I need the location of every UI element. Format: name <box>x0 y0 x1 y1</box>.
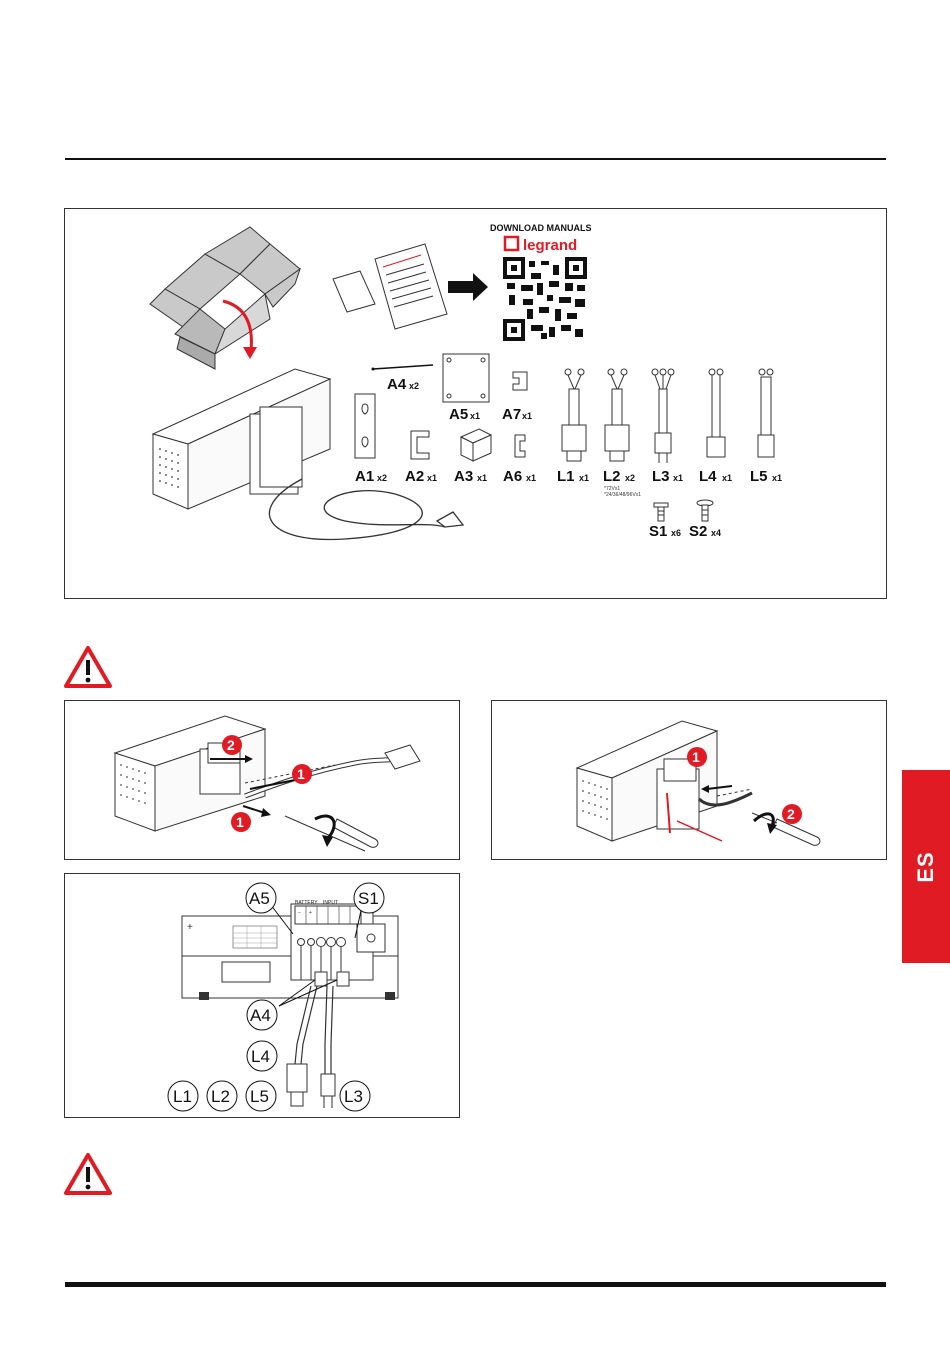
part-a3-label: A3 <box>454 468 473 485</box>
part-a5-qty: x1 <box>470 411 480 421</box>
callout-l4: L4 <box>247 1041 277 1071</box>
language-tab: ES <box>902 770 950 963</box>
part-a1-label: A1 <box>355 468 374 485</box>
legrand-logo: legrand <box>505 237 577 254</box>
svg-text:L2: L2 <box>211 1087 230 1106</box>
callout-a4: A4 <box>247 1000 277 1030</box>
wiring-diagram: + BATTERY INPUT − + A5 S1 A4 L4 L1 L2 L <box>65 874 459 1117</box>
part-s2-qty: x4 <box>711 528 721 538</box>
part-l2-qty: x2 <box>625 473 635 483</box>
carton-illustration <box>150 227 300 369</box>
callout-l3: L3 <box>340 1081 370 1111</box>
part-l3-qty: x1 <box>673 473 683 483</box>
download-title: DOWNLOAD MANUALS <box>490 223 592 233</box>
warning-icon <box>63 645 113 689</box>
svg-text:A5: A5 <box>249 889 270 908</box>
part-a3-qty: x1 <box>477 473 487 483</box>
svg-text:2: 2 <box>787 806 795 822</box>
svg-text:1: 1 <box>297 766 305 782</box>
part-a6-label: A6 <box>503 468 522 485</box>
part-l4-qty: x1 <box>722 473 732 483</box>
step-1-badge-lower: 1 <box>231 812 251 832</box>
part-l5-label: L5 <box>750 468 768 485</box>
part-a2-qty: x1 <box>427 473 437 483</box>
part-a6-qty: x1 <box>526 473 536 483</box>
step-panel-remove-cable: 2 1 1 <box>64 700 460 860</box>
part-s1-label: S1 <box>649 523 667 540</box>
qr-code-icon[interactable] <box>503 257 587 341</box>
fasten-illustration: 1 2 <box>492 701 886 859</box>
part-l1-qty: x1 <box>579 473 589 483</box>
cable-l5 <box>758 369 774 457</box>
part-a1-bracket <box>355 394 375 458</box>
ups-unit-illustration <box>153 369 330 509</box>
part-a4-qty: x2 <box>409 381 419 391</box>
part-l1-label: L1 <box>557 468 575 485</box>
svg-text:L5: L5 <box>250 1087 269 1106</box>
cable-l2 <box>605 369 629 461</box>
part-a4-rod <box>373 365 433 369</box>
step-2-badge: 2 <box>782 804 802 824</box>
callout-a5: A5 <box>246 883 276 913</box>
svg-text:2: 2 <box>227 737 235 753</box>
wiring-panel: + BATTERY INPUT − + A5 S1 A4 L4 L1 L2 L <box>64 873 460 1118</box>
contents-illustration: DOWNLOAD MANUALS legrand A4 x2 A5 x1 A7 … <box>65 209 886 598</box>
part-l5-qty: x1 <box>772 473 782 483</box>
part-a2-clip <box>411 431 429 459</box>
cable-l1 <box>562 369 586 461</box>
svg-text:S1: S1 <box>358 889 379 908</box>
step-1-badge: 1 <box>687 747 707 767</box>
screw-s2-icon <box>697 500 713 521</box>
part-a7-label: A7 <box>502 406 521 423</box>
part-a7-qty: x1 <box>522 411 532 421</box>
callout-l1: L1 <box>168 1081 198 1111</box>
cable-l4 <box>707 369 725 457</box>
battery-label: BATTERY <box>295 900 318 906</box>
part-l2-label: L2 <box>603 468 621 485</box>
step-2-badge: 2 <box>222 735 242 755</box>
part-s1-qty: x6 <box>671 528 681 538</box>
warning-icon <box>63 1152 113 1196</box>
brand-name: legrand <box>523 237 577 254</box>
svg-text:A4: A4 <box>250 1006 271 1025</box>
svg-text:1: 1 <box>236 814 244 830</box>
manual-documents <box>333 244 447 329</box>
part-l3-label: L3 <box>652 468 670 485</box>
contents-panel: DOWNLOAD MANUALS legrand A4 x2 A5 x1 A7 … <box>64 208 887 599</box>
plus-terminal: + <box>309 910 312 916</box>
top-rule <box>65 158 886 160</box>
part-a5-label: A5 <box>449 406 468 423</box>
svg-text:1: 1 <box>692 749 700 765</box>
remove-cable-illustration: 2 1 1 <box>65 701 459 859</box>
part-a2-label: A2 <box>405 468 424 485</box>
callout-l5: L5 <box>246 1081 276 1111</box>
part-a4-label: A4 <box>387 376 407 393</box>
part-a3-bracket <box>461 429 491 461</box>
input-label: INPUT <box>323 900 338 906</box>
step-panel-fasten: 1 2 <box>491 700 887 860</box>
step-1-badge: 1 <box>292 764 312 784</box>
l2-note-multi: *24/36/48/96Vx1 <box>604 492 641 498</box>
screw-s1-icon <box>654 503 668 521</box>
cable-l3 <box>652 369 674 463</box>
part-a5-plate <box>443 354 489 402</box>
callout-s1: S1 <box>354 883 384 913</box>
part-a1-qty: x2 <box>377 473 387 483</box>
svg-text:+: + <box>187 922 193 933</box>
svg-text:L1: L1 <box>173 1087 192 1106</box>
part-a6-clip <box>515 435 525 457</box>
arrow-right-icon <box>448 273 488 301</box>
part-a7-clip <box>513 372 527 390</box>
part-l4-label: L4 <box>699 468 717 485</box>
callout-l2: L2 <box>207 1081 237 1111</box>
language-code: ES <box>913 851 939 882</box>
part-s2-label: S2 <box>689 523 707 540</box>
minus-terminal: − <box>298 910 301 916</box>
svg-text:L3: L3 <box>344 1087 363 1106</box>
svg-text:L4: L4 <box>251 1047 270 1066</box>
bottom-rule <box>65 1282 886 1287</box>
